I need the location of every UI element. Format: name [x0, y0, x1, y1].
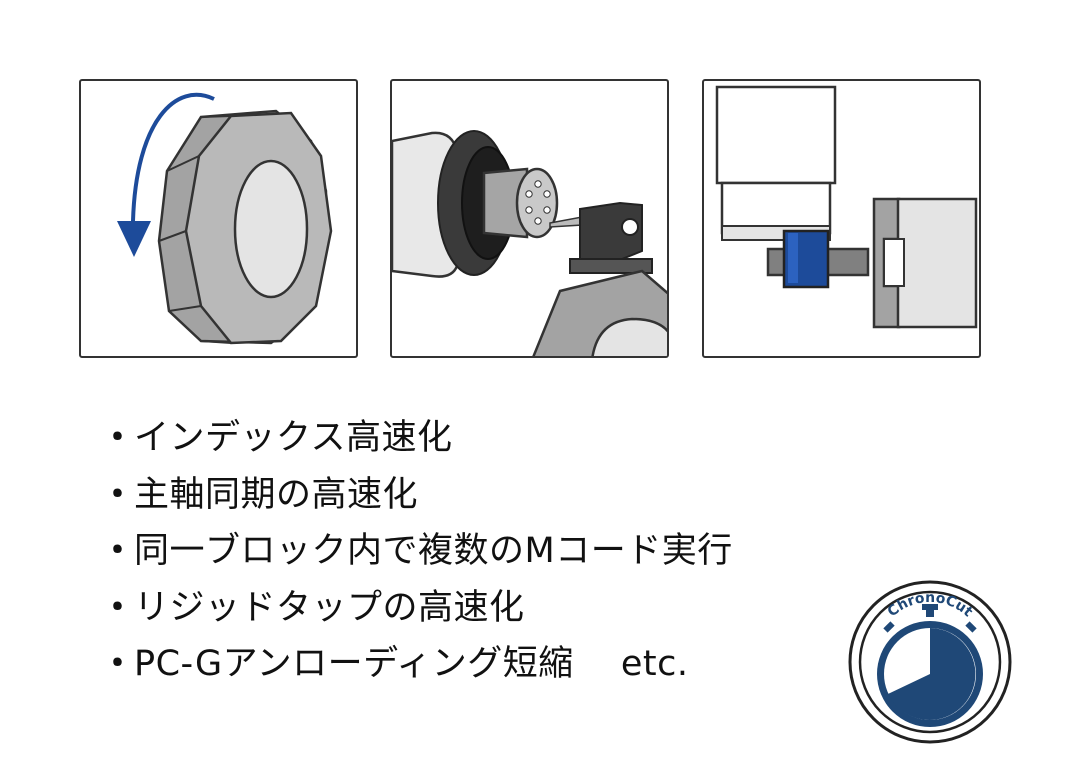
gantry-upper [715, 85, 837, 185]
gantry-lower [720, 181, 832, 235]
feature-item-multiple-m-codes: ・同一ブロック内で複数のMコード実行 [100, 523, 733, 580]
spindle-face [515, 167, 559, 239]
feature-label: 主軸同期の高速化 [134, 474, 419, 515]
feature-label: 同一ブロック内で複数のMコード実行 [134, 531, 733, 571]
list-bullet: ・ [100, 418, 136, 458]
feature-item-indexing: ・インデックス高速化 [100, 410, 733, 467]
feature-list: ・インデックス高速化 ・主軸同期の高速化 ・同一ブロック内で複数のMコード実行 … [100, 410, 733, 693]
rotation-arrowhead [117, 221, 151, 257]
spindle-illustration [392, 130, 667, 356]
list-bullet: ・ [100, 587, 136, 628]
feature-label: リジッドタップの高速化 [134, 587, 525, 628]
right-chuck-body [896, 197, 978, 329]
list-bullet: ・ [100, 474, 136, 515]
feature-label: PC-Gアンローディング短縮 etc. [134, 644, 689, 684]
spindle-shaft [482, 167, 529, 239]
list-bullet: ・ [100, 644, 136, 684]
unloading-illustration [715, 85, 978, 329]
feature-item-pcg-unloading: ・PC-Gアンローディング短縮 etc. [100, 636, 733, 693]
list-bullet: ・ [100, 531, 136, 571]
unloading-panel [702, 79, 981, 358]
feature-label: インデックス高速化 [134, 418, 453, 458]
stopwatch-crown [922, 604, 938, 610]
indexing-panel [79, 79, 358, 358]
stopwatch-elapsed-wedge [888, 628, 976, 720]
chronocut-logo: ChronoCut [848, 580, 1012, 744]
indexing-turret-illustration [117, 92, 333, 345]
rotation-arrow-arc [131, 92, 215, 222]
feature-item-spindle-sync: ・主軸同期の高速化 [100, 467, 733, 524]
spindle-panel [390, 79, 669, 358]
feature-item-rigid-tap: ・リジッドタップの高速化 [100, 580, 733, 637]
turret-center-disc [233, 159, 309, 299]
